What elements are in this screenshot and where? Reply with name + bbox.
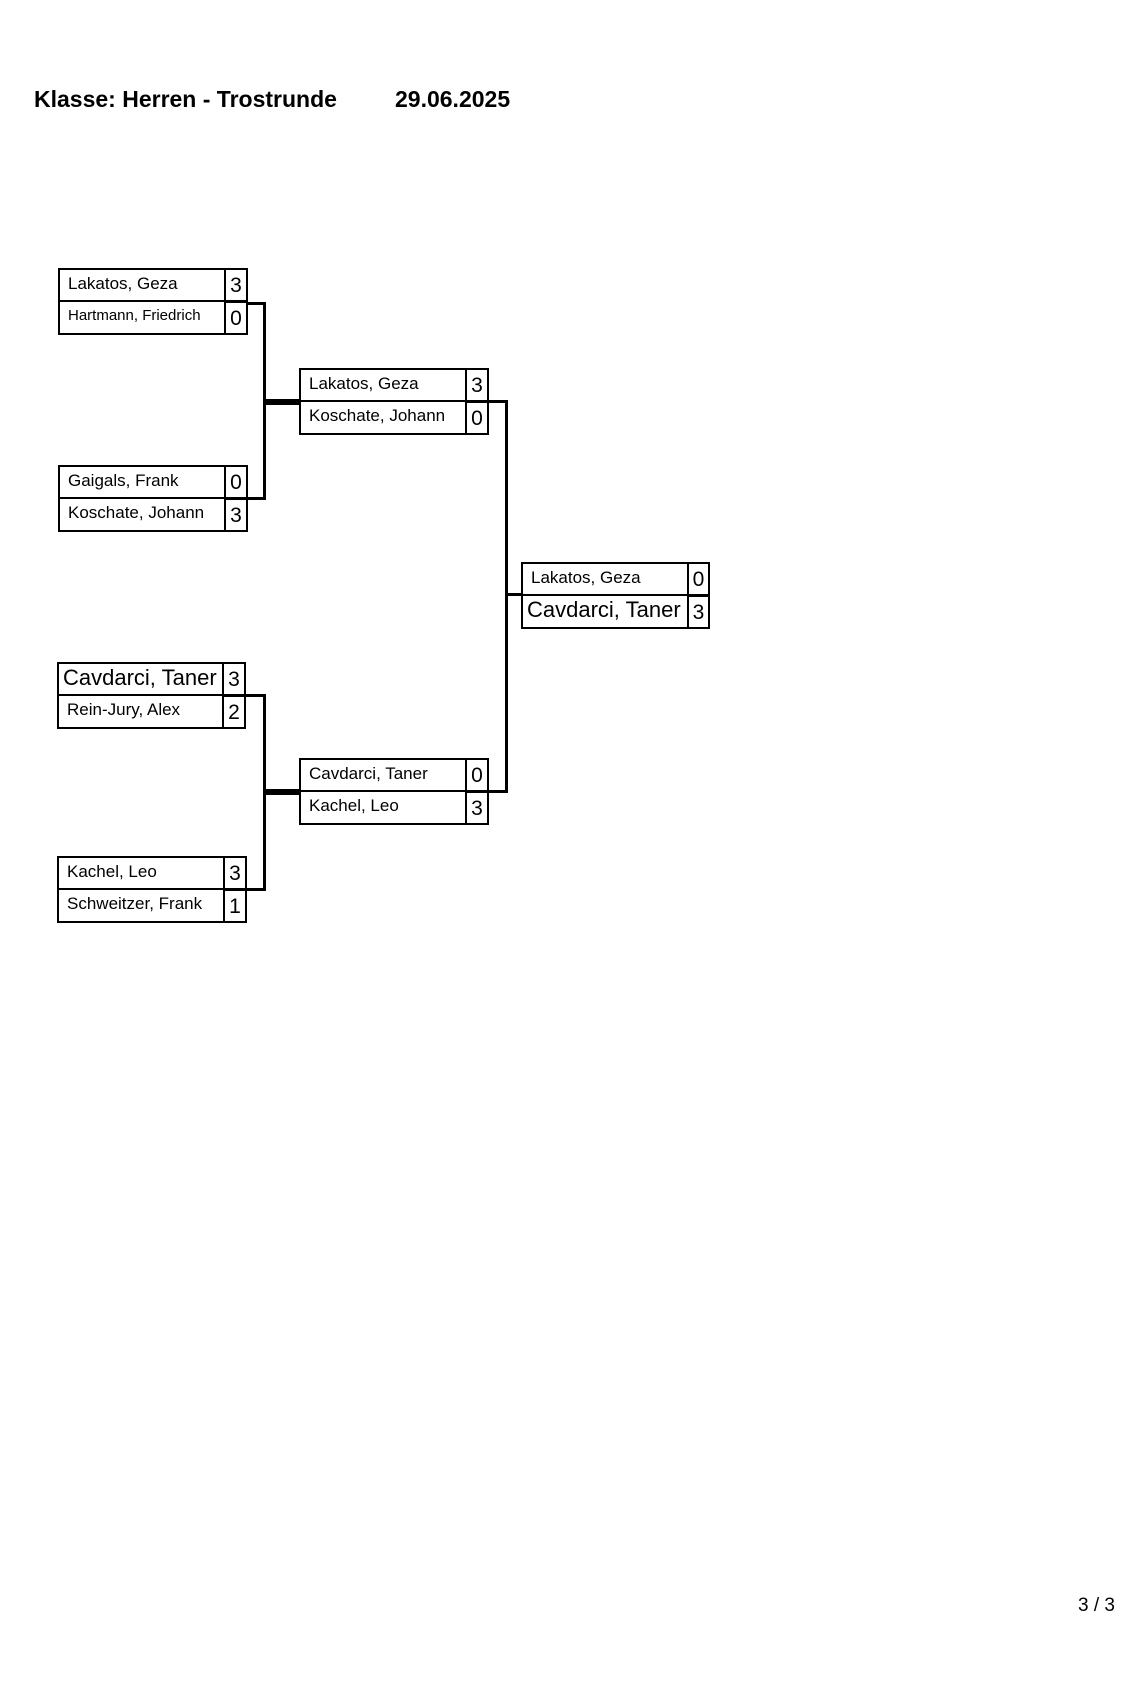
match-player-slot: Lakatos, Geza 3	[299, 368, 489, 402]
connector-line	[246, 694, 265, 697]
player-name: Lakatos, Geza	[299, 368, 465, 402]
connector-line	[489, 400, 508, 403]
player-score: 3	[224, 268, 248, 302]
player-score: 0	[465, 758, 489, 792]
player-name: Kachel, Leo	[57, 856, 223, 890]
connector-line	[505, 400, 508, 793]
player-score: 0	[224, 301, 248, 335]
match-player-slot: Lakatos, Geza 3	[58, 268, 248, 302]
player-name: Cavdarci, Taner	[57, 662, 222, 696]
player-name: Cavdarci, Taner	[521, 595, 687, 629]
player-name: Schweitzer, Frank	[57, 889, 223, 923]
player-score: 3	[465, 368, 489, 402]
player-name: Koschate, Johann	[58, 498, 224, 532]
player-name: Koschate, Johann	[299, 401, 465, 435]
match-player-slot: Koschate, Johann 0	[299, 401, 489, 435]
player-name: Gaigals, Frank	[58, 465, 224, 499]
player-score: 0	[224, 465, 248, 499]
player-name: Cavdarci, Taner	[299, 758, 465, 792]
connector-line	[248, 497, 265, 500]
player-score: 1	[223, 889, 247, 923]
player-score: 2	[222, 695, 246, 729]
player-name: Lakatos, Geza	[521, 562, 687, 596]
player-name: Kachel, Leo	[299, 791, 465, 825]
match-player-slot: Kachel, Leo 3	[57, 856, 247, 890]
match-player-slot: Cavdarci, Taner 3	[521, 595, 710, 629]
player-score: 3	[687, 595, 710, 629]
player-score: 0	[465, 401, 489, 435]
player-score: 3	[222, 662, 246, 696]
match-player-slot: Hartmann, Friedrich 0	[58, 301, 248, 335]
event-date: 29.06.2025	[395, 86, 511, 112]
match-player-slot: Koschate, Johann 3	[58, 498, 248, 532]
player-name: Rein-Jury, Alex	[57, 695, 222, 729]
connector-line	[247, 888, 265, 891]
match-player-slot: Rein-Jury, Alex 2	[57, 695, 246, 729]
player-score: 0	[687, 562, 710, 596]
page-number: 3 / 3	[1078, 1595, 1115, 1616]
class-title: Klasse: Herren - Trostrunde	[34, 86, 337, 112]
connector-line	[263, 789, 299, 795]
connector-line	[263, 399, 299, 405]
connector-line	[505, 593, 521, 596]
match-player-slot: Schweitzer, Frank 1	[57, 889, 247, 923]
player-score: 3	[224, 498, 248, 532]
player-score: 3	[465, 791, 489, 825]
connector-line	[489, 790, 508, 793]
match-player-slot: Gaigals, Frank 0	[58, 465, 248, 499]
match-player-slot: Kachel, Leo 3	[299, 791, 489, 825]
match-player-slot: Lakatos, Geza 0	[521, 562, 710, 596]
player-name: Hartmann, Friedrich	[58, 301, 224, 335]
match-player-slot: Cavdarci, Taner 3	[57, 662, 246, 696]
player-name: Lakatos, Geza	[58, 268, 224, 302]
player-score: 3	[223, 856, 247, 890]
connector-line	[248, 302, 265, 305]
match-player-slot: Cavdarci, Taner 0	[299, 758, 489, 792]
